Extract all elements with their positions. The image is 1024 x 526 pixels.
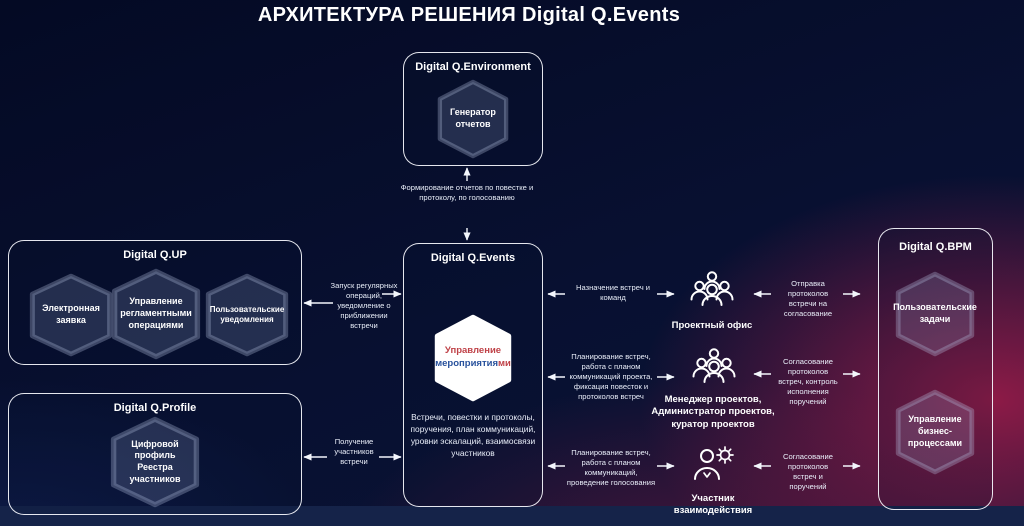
box-title: Digital Q.Environment — [415, 61, 531, 73]
hexagon-shape — [434, 314, 512, 402]
actor-row-1-name: Проектный офис — [671, 320, 753, 331]
hexagon-label: Цифровой профиль Реестра участников — [129, 438, 181, 484]
box-digital-q-profile: Digital Q.Profile Цифровой профиль Реест… — [8, 393, 302, 515]
hexagon-label: Электронная заявка — [42, 303, 100, 325]
hexagon-business-processes: Управление бизнес-процессами — [895, 389, 975, 475]
hexagon-label: Генератор отчетов — [450, 107, 496, 129]
actor-row-1-right-label: Отправка протоколов встречи на согласова… — [783, 279, 833, 319]
hexagon-event-management: Управление мероприятиями — [434, 314, 512, 402]
hexagon-shape — [29, 273, 113, 357]
actor-row-3-name: Участник взаимодействия — [673, 493, 753, 517]
hexagon-label: Пользовательские задачи — [893, 302, 977, 324]
actor-row-1-left-label: Назначение встреч и команд — [575, 283, 651, 303]
person-gear-icon — [690, 444, 736, 488]
connection-label-environment-events: Формирование отчетов по повестке и прото… — [400, 183, 534, 203]
hexagon-shape — [110, 416, 200, 508]
hexagon-label: Управление мероприятиями — [434, 314, 512, 402]
bottom-strip — [0, 506, 1024, 526]
box-digital-q-up: Digital Q.UP Электронная заявка Управлен… — [8, 240, 302, 365]
event-management-word1: Управление — [444, 345, 502, 357]
actor-row-3-right-label: Согласование протоколов встреч и поручен… — [783, 452, 833, 492]
hexagon-report-generator: Генератор отчетов — [437, 79, 509, 159]
actor-row-2-name: Менеджер проектов, Администратор проекто… — [651, 394, 775, 430]
page-title: АРХИТЕКТУРА РЕШЕНИЯ Digital Q.Events — [257, 4, 681, 26]
hexagon-digital-profile: Цифровой профиль Реестра участников — [110, 416, 200, 508]
hexagon-label: Управление бизнес-процессами — [907, 414, 963, 448]
team-icon — [688, 270, 736, 312]
box-title: Digital Q.BPM — [899, 241, 972, 253]
hexagon-shape — [111, 268, 201, 360]
box-digital-q-environment: Digital Q.Environment Генератор отчетов — [403, 52, 543, 166]
box-digital-q-events: Digital Q.Events Управление мероприятиям… — [403, 243, 543, 507]
hexagon-regulated-operations: Управление регламентными операциями — [111, 268, 201, 360]
hexagon-shape — [895, 389, 975, 475]
connection-label-qup-events: Запуск регулярных операций, уведомление … — [330, 281, 398, 331]
events-description: Встречи, повестки и протоколы, поручения… — [410, 412, 536, 458]
box-title: Digital Q.Profile — [113, 402, 197, 414]
hexagon-label: Управление регламентными операциями — [120, 296, 192, 330]
team-icon — [690, 347, 738, 389]
hexagon-shape — [895, 271, 975, 357]
hexagon-user-tasks: Пользовательские задачи — [893, 271, 977, 357]
actor-row-2-left-label: Планирование встреч, работа с планом ком… — [569, 352, 653, 402]
event-management-word2: мероприятиями — [435, 358, 511, 369]
box-title: Digital Q.Events — [430, 252, 516, 264]
actor-row-3-left-label: Планирование встреч, работа с планом ком… — [566, 448, 656, 488]
box-title: Digital Q.UP — [123, 249, 187, 261]
hexagon-shape — [205, 273, 289, 357]
hexagon-electronic-request: Электронная заявка — [29, 273, 113, 357]
connection-label-profile-events: Получение участников встречи — [334, 437, 374, 467]
actor-row-2-right-label: Согласование протоколов встреч, контроль… — [778, 357, 838, 407]
box-digital-q-bpm: Digital Q.BPM Пользовательские задачи Уп… — [878, 228, 993, 510]
hexagon-user-notifications: Пользовательские уведомления — [205, 273, 289, 357]
hexagon-shape — [437, 79, 509, 159]
hexagon-label: Пользовательские уведомления — [209, 304, 285, 324]
